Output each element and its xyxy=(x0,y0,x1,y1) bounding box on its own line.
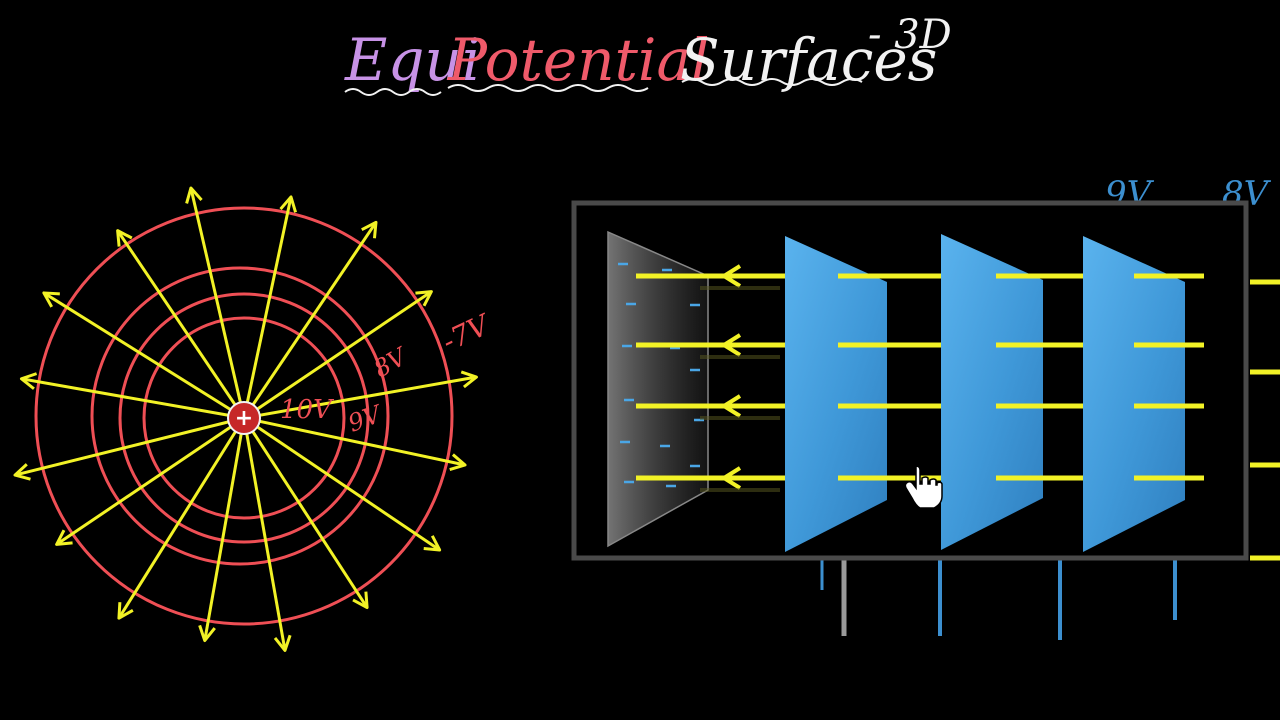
title: Equi Potential Surfaces - 3D xyxy=(344,12,952,96)
label-8v: 8V xyxy=(369,341,414,383)
equipotential-ring xyxy=(90,266,390,566)
equipotential-rings xyxy=(34,206,454,626)
equipotential-plate-3 xyxy=(1083,236,1185,552)
label-10v: 10V xyxy=(280,395,334,425)
label-9v: 9V xyxy=(344,399,387,437)
charge-symbol: + xyxy=(235,406,253,431)
field-line xyxy=(243,375,477,420)
field-line xyxy=(242,221,378,419)
equipotential-plate-1 xyxy=(785,236,887,552)
uniform-field-lines xyxy=(636,264,1204,492)
field-arrowhead xyxy=(116,229,133,247)
equipotential-ring xyxy=(34,206,454,626)
field-arrowhead xyxy=(460,370,478,389)
field-line xyxy=(242,417,369,609)
field-arrowhead xyxy=(722,394,742,418)
field-arrowhead xyxy=(279,195,298,213)
hand-pointer-icon xyxy=(904,461,943,509)
field-line xyxy=(116,229,246,419)
field-arrowhead xyxy=(722,333,742,357)
title-underline-equi xyxy=(344,88,442,96)
label-minus-7v: -7V xyxy=(437,307,497,358)
field-line xyxy=(243,416,441,552)
field-arrowhead xyxy=(198,624,216,643)
field-arrowhead xyxy=(55,529,73,546)
field-line xyxy=(242,417,287,651)
field-line xyxy=(203,417,246,641)
field-arrowhead xyxy=(13,463,31,481)
field-arrowhead xyxy=(415,290,433,307)
field-arrowhead xyxy=(273,634,292,652)
field-arrowhead xyxy=(42,291,60,308)
equipotential-plate-2 xyxy=(941,234,1043,550)
positive-charge xyxy=(227,401,261,435)
title-surfaces: Surfaces xyxy=(680,26,937,94)
field-arrowhead xyxy=(722,466,742,490)
field-line xyxy=(243,416,466,467)
field-line xyxy=(43,291,245,420)
field-arrowhead xyxy=(722,264,742,288)
field-line xyxy=(189,187,246,419)
equipotential-ring xyxy=(118,292,370,544)
field-arrowhead xyxy=(117,602,134,620)
point-charge-diagram: + 10V 9V 8V -7V xyxy=(13,186,497,652)
field-line xyxy=(55,416,245,546)
field-arrowhead xyxy=(352,591,369,610)
parallel-plates-diagram: 9V 8V xyxy=(571,174,1280,640)
equipotential-ring xyxy=(142,316,346,520)
title-equi: Equi xyxy=(344,26,480,94)
field-line xyxy=(243,290,433,420)
title-underline-surfaces xyxy=(681,78,863,86)
field-line xyxy=(242,196,293,419)
title-underline-potential xyxy=(447,84,649,92)
negative-plate xyxy=(607,230,709,548)
field-arrowhead xyxy=(423,535,442,552)
field-arrowhead xyxy=(185,186,203,204)
field-arrowhead xyxy=(449,453,467,472)
field-line xyxy=(117,417,246,619)
field-lines xyxy=(13,186,478,652)
field-line xyxy=(14,416,245,477)
field-line xyxy=(21,377,245,420)
field-arrowhead xyxy=(19,372,38,390)
field-arrowhead xyxy=(361,220,378,239)
title-3d: - 3D xyxy=(868,12,952,58)
title-potential: Potential xyxy=(447,26,710,94)
